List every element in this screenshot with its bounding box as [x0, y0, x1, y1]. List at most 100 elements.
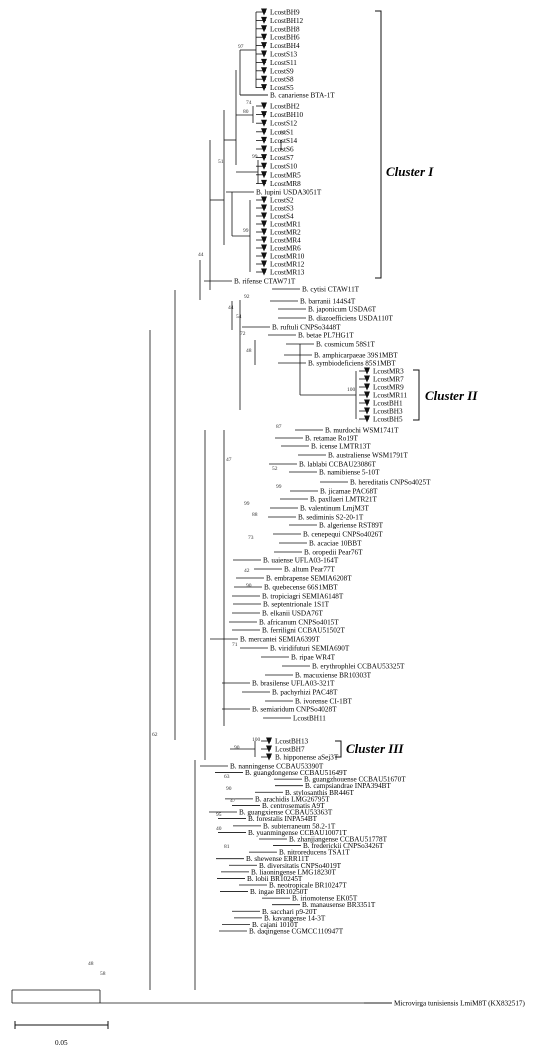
- taxon-label: B. paxllaeri LMTR21T: [310, 496, 377, 504]
- taxon-label: LcostBH6: [270, 34, 300, 42]
- taxon-label: B. jicamae PAC68T: [320, 488, 378, 496]
- taxon-label: LcostS5: [270, 84, 294, 92]
- taxon-label: B. amphicarpaeae 39S1MBT: [314, 352, 398, 360]
- strain-marker-icon: [261, 228, 267, 236]
- taxon-label: B. hereditatis CNPSo4025T: [350, 479, 431, 487]
- taxon-label: B. icense LMTR13T: [311, 443, 371, 451]
- strain-marker-icon: [261, 212, 267, 220]
- taxon-label: LcostBH5: [373, 416, 403, 424]
- taxon-label: B. yuanmingense CCBAU10071T: [248, 829, 347, 837]
- strain-marker-icon: [261, 145, 267, 153]
- taxon-label: B. nitroreducens TSA1T: [279, 849, 350, 857]
- strain-marker-icon: [364, 367, 370, 375]
- taxon-label: B. murdochi WSM1741T: [325, 427, 399, 435]
- strain-marker-icon: [266, 737, 272, 745]
- bootstrap-value: 48: [246, 348, 252, 354]
- taxon-label: B. macuxiense BR10303T: [295, 672, 372, 680]
- taxon-label: B. diversitatis CNPSo4019T: [259, 862, 342, 870]
- taxon-label: LcostBH3: [373, 408, 403, 416]
- taxon-label: LcostMR12: [270, 261, 305, 269]
- strain-marker-icon: [364, 391, 370, 399]
- taxon-label: B. elkanii USDA76T: [262, 610, 323, 618]
- taxon-label: B. barranii 144S4T: [300, 298, 356, 306]
- taxon-label: B. campsiandrae INPA394BT: [305, 782, 391, 790]
- bootstrap-value: 100: [252, 737, 261, 743]
- taxon-label: B. canariense BTA-1T: [270, 92, 335, 100]
- bootstrap-value: 71: [232, 642, 238, 648]
- taxon-label: B. acaciae 10BBT: [309, 540, 362, 548]
- taxon-label: B. lobii BR10245T: [247, 875, 303, 883]
- bootstrap-value: 81: [224, 844, 230, 850]
- bootstrap-value: 100: [347, 387, 356, 393]
- bootstrap-value: 51: [218, 159, 224, 165]
- strain-marker-icon: [261, 8, 267, 16]
- taxon-label: B. africanum CNPSo4015T: [259, 619, 339, 627]
- taxon-label: LcostS3: [270, 205, 294, 213]
- taxon-label: B. subterraneum 58.2-1T: [263, 822, 336, 830]
- strain-marker-icon: [364, 407, 370, 415]
- taxon-label: B. kavangense 14-3T: [264, 914, 326, 922]
- taxon-label: LcostBH11: [293, 715, 326, 723]
- taxon-label: LcostMR9: [373, 384, 404, 392]
- strain-marker-icon: [364, 415, 370, 423]
- taxon-label: B. australiense WSM1791T: [328, 452, 409, 460]
- bootstrap-value: 92: [244, 294, 250, 300]
- strain-marker-icon: [261, 236, 267, 244]
- taxon-label: B. valentinum LmjM3T: [300, 505, 369, 513]
- taxon-label: LcostS6: [270, 146, 294, 154]
- bootstrap-values: 9774808999995144924454724810087475299998…: [88, 44, 356, 977]
- taxon-label: B. ingae BR10250T: [250, 888, 308, 896]
- taxon-label: B. guangxiense CCBAU53363T: [239, 808, 333, 816]
- taxon-label: B. forestalis INPA54BT: [248, 815, 318, 823]
- taxon-label: B. manausense BR3351T: [302, 901, 376, 909]
- strain-marker-icon: [261, 84, 267, 92]
- taxon-label: LcostS10: [270, 163, 298, 171]
- bootstrap-value: 90: [234, 745, 240, 751]
- taxon-label: B. ruftuli CNPSo3448T: [272, 324, 341, 332]
- strain-marker-icon: [261, 50, 267, 58]
- taxon-label: B. lablabi CCBAU23086T: [299, 461, 376, 469]
- bootstrap-value: 54: [236, 314, 242, 320]
- strain-marker-icon: [261, 162, 267, 170]
- bootstrap-value: 90: [226, 786, 232, 792]
- taxon-label: B. iriomotense EK05T: [292, 895, 358, 903]
- taxon-label: B. cajani 1010T: [252, 921, 299, 929]
- bootstrap-value: 87: [276, 424, 282, 430]
- taxon-label: LcostBH13: [275, 738, 309, 746]
- taxon-label: B. cenepequi CNPSo4026T: [303, 531, 383, 539]
- cluster-ii-label: Cluster II: [425, 388, 478, 403]
- strain-marker-icon: [261, 252, 267, 260]
- taxon-label: LcostS13: [270, 51, 298, 59]
- strain-marker-icon: [261, 268, 267, 276]
- bootstrap-value: 80: [243, 109, 249, 115]
- taxon-label: Microvirga tunisiensis LmiM8T (KX832517): [394, 1000, 526, 1008]
- taxon-label: B. retamae Ro19T: [305, 435, 359, 443]
- taxon-label: B. septentrionale 1S1T: [263, 601, 330, 609]
- taxon-label: B. daqingense CGMCC110947T: [249, 927, 344, 935]
- taxon-label: LcostBH9: [270, 9, 300, 17]
- taxon-label: B. ivorense CI-1BT: [295, 698, 353, 706]
- cluster-iii-label: Cluster III: [346, 741, 404, 756]
- strain-marker-icon: [261, 102, 267, 110]
- taxon-label: B. quebecense 66S1MBT: [264, 584, 338, 592]
- taxon-label: LcostBH2: [270, 103, 300, 111]
- taxon-label: B. zhanjiangense CCBAU51778T: [289, 836, 388, 844]
- taxon-label: B. guangzhouense CCBAU51670T: [304, 776, 406, 784]
- taxon-label: B. japonicum USDA6T: [308, 306, 377, 314]
- taxon-label: B. algeriense RST89T: [319, 522, 384, 530]
- bootstrap-value: 58: [100, 971, 106, 977]
- taxon-label: B. viridifuturi SEMIA690T: [270, 645, 350, 653]
- taxon-label: LcostS7: [270, 154, 294, 162]
- bootstrap-value: 63: [224, 774, 230, 780]
- taxon-label: LcostMR13: [270, 269, 305, 277]
- strain-marker-icon: [261, 179, 267, 187]
- taxon-label: B. hipponense aSej3T: [275, 754, 339, 762]
- strain-marker-icon: [266, 753, 272, 761]
- strain-marker-icon: [261, 75, 267, 83]
- taxon-label: B. ferriligni CCBAU51502T: [262, 627, 345, 635]
- taxon-label: B. arachidis LMG26795T: [255, 795, 330, 803]
- bootstrap-value: 89: [280, 130, 286, 136]
- strain-marker-icon: [261, 67, 267, 75]
